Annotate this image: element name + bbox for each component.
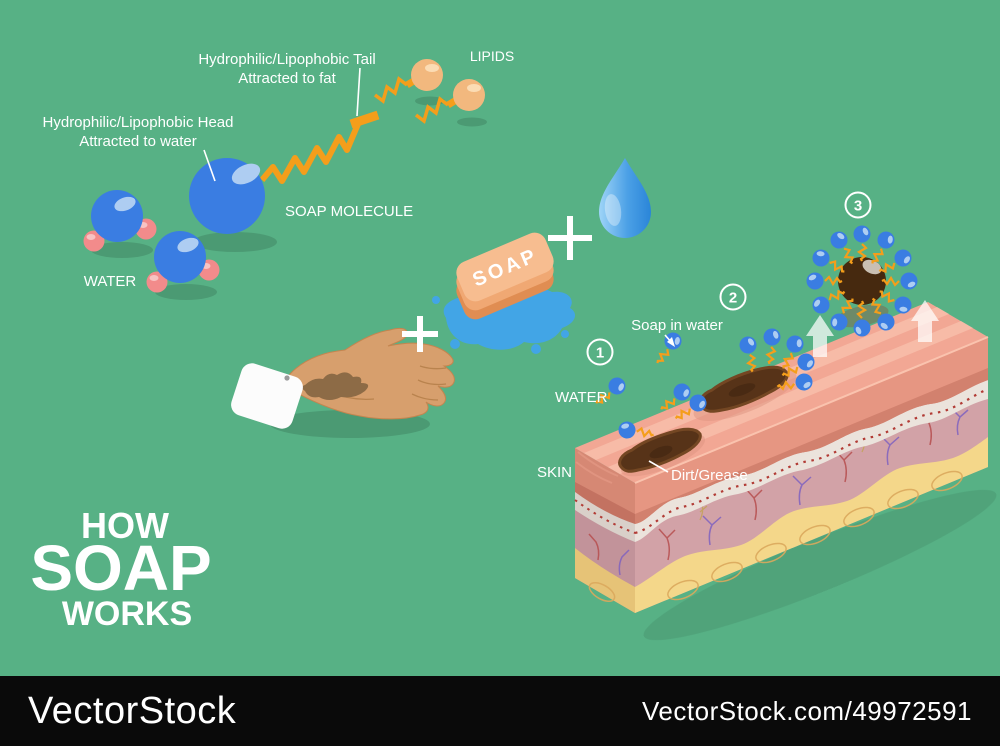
skin-block bbox=[574, 224, 989, 613]
micelle bbox=[805, 224, 919, 338]
cuff-button bbox=[284, 375, 290, 381]
dirt-grease-line bbox=[648, 460, 669, 473]
skin-left-face bbox=[574, 448, 636, 613]
vectorstock-image-code: VectorStock.com/49972591 bbox=[642, 695, 972, 726]
sphere-highlight bbox=[425, 64, 439, 72]
dirt-smudge bbox=[302, 372, 369, 400]
skin-front-face bbox=[634, 337, 989, 613]
water-molecule-group: WATER bbox=[83, 190, 220, 293]
lipid-sphere bbox=[411, 59, 443, 91]
arrowhead-icon bbox=[667, 337, 675, 347]
step-number: 3 bbox=[854, 198, 862, 215]
head-callout-line bbox=[203, 149, 216, 182]
soap-molecule-label: SOAP MOLECULE bbox=[285, 203, 413, 220]
up-arrow-icon bbox=[806, 315, 834, 357]
tail-label-line2: Attracted to fat bbox=[238, 70, 336, 87]
tail-callout-line bbox=[356, 67, 361, 117]
plus-icon bbox=[402, 316, 438, 352]
title-line-2: SOAP bbox=[30, 532, 211, 604]
soap-tail-end bbox=[349, 110, 380, 129]
soap-bar-top: SOAP bbox=[456, 232, 554, 302]
dirt-grease-label: Dirt/Grease bbox=[671, 467, 748, 484]
epidermis-base bbox=[635, 368, 988, 524]
soap-molecule-group: SOAP MOLECULE bbox=[189, 110, 413, 234]
lipids-group: LIPIDS bbox=[373, 48, 514, 124]
sphere-highlight bbox=[467, 84, 481, 92]
step-2-badge: 2 bbox=[719, 283, 747, 311]
up-arrow-icon bbox=[911, 300, 939, 342]
skin-label: SKIN bbox=[537, 464, 572, 481]
fat-layer bbox=[635, 437, 988, 613]
epidermis-layer bbox=[635, 337, 988, 524]
cuff bbox=[231, 363, 303, 429]
step-3-badge: 3 bbox=[844, 191, 872, 219]
soap-bar-group: SOAP bbox=[432, 232, 576, 354]
illustration-canvas: WATER SOAP MOLECULE LIPIDS Hydrophilic/L… bbox=[0, 0, 1000, 676]
watermark-bar: VectorStock VectorStock.com/49972591 bbox=[0, 676, 1000, 746]
tail-label-line1: Hydrophilic/Lipophobic Tail bbox=[198, 51, 375, 68]
title-block: HOW SOAP WORKS bbox=[30, 505, 211, 633]
title-line-3: WORKS bbox=[62, 595, 192, 633]
step-number: 1 bbox=[596, 345, 604, 362]
soap-in-water-label: Soap in water bbox=[631, 317, 723, 334]
soap-tail-zigzag bbox=[259, 122, 361, 184]
shadows bbox=[91, 96, 997, 641]
callouts: Hydrophilic/Lipophobic Tail Attracted to… bbox=[43, 51, 376, 182]
hand-group bbox=[231, 327, 455, 429]
step-1-badge: 1 bbox=[586, 338, 614, 366]
head-label-line2: Attracted to water bbox=[79, 133, 197, 150]
step-number: 2 bbox=[729, 290, 737, 307]
hand-creases bbox=[329, 365, 447, 401]
sphere-highlight bbox=[231, 163, 261, 185]
vectorstock-brand: VectorStock bbox=[28, 689, 237, 732]
title-line-1: HOW bbox=[81, 505, 169, 546]
lipid-tail-zigzag bbox=[414, 96, 450, 124]
lipid-sphere bbox=[453, 79, 485, 111]
head-label-line1: Hydrophilic/Lipophobic Head bbox=[43, 114, 234, 131]
plus-icon bbox=[548, 216, 592, 260]
lipid-tail-zigzag bbox=[373, 76, 409, 104]
skin-labels: WATER SKIN Soap in water Dirt/Grease 1 2… bbox=[537, 191, 872, 484]
water-label: WATER bbox=[84, 273, 137, 290]
water-right-label: WATER bbox=[555, 389, 608, 406]
lipids-label: LIPIDS bbox=[470, 48, 514, 64]
water-drop bbox=[599, 158, 651, 238]
